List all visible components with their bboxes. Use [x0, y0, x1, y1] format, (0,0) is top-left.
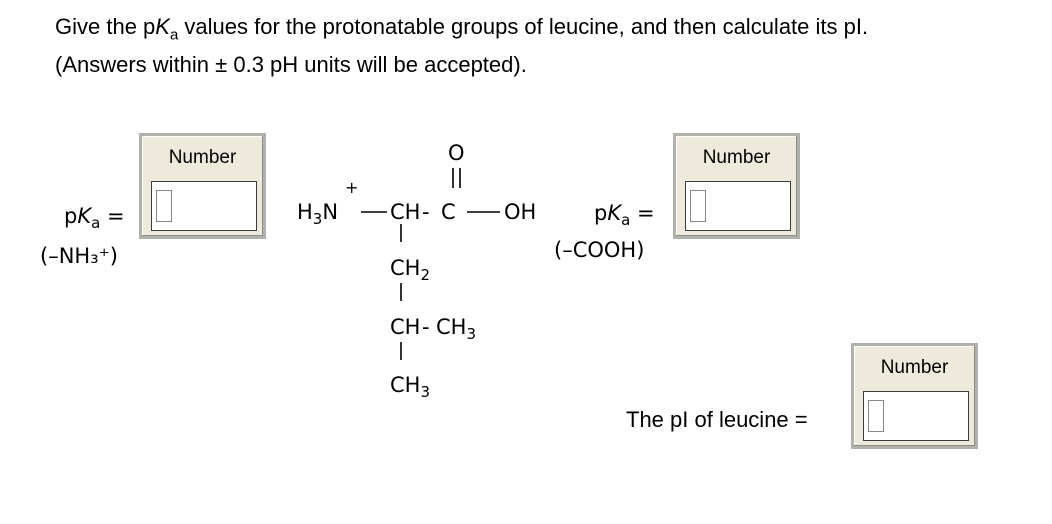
pka-equals: =	[630, 201, 655, 225]
pka-k: K	[607, 201, 622, 225]
number-caption: Number	[168, 147, 237, 168]
ch3-side: CH3	[436, 315, 476, 343]
plus-charge: +	[345, 178, 358, 197]
question-text-part: Give the p	[55, 14, 156, 39]
hydroxyl-oh: OH	[504, 200, 536, 224]
dash-1: -	[422, 200, 430, 224]
pi-label: The pI of leucine =	[626, 407, 808, 432]
ch3-bottom: CH3	[390, 373, 430, 400]
pka-amino-number-box: Number	[139, 133, 266, 239]
pi-number-box: Number	[851, 343, 978, 449]
question-k-italic: K	[155, 14, 170, 39]
carbonyl-c: C	[441, 200, 456, 224]
pka-equals: =	[100, 204, 125, 228]
pka-a-sub: a	[91, 214, 101, 233]
carboxyl-group-label: (–COOH)	[554, 238, 645, 262]
question-text-rest: values for the protonatable groups of le…	[178, 14, 869, 39]
question-line-1: Give the pKa values for the protonatable…	[55, 12, 868, 50]
pka-k: K	[77, 204, 92, 228]
question-a-subscript: a	[169, 26, 179, 44]
alpha-ch: CH	[390, 200, 420, 224]
pka-amino-input[interactable]	[151, 181, 257, 231]
pka-p: p	[64, 204, 78, 228]
question-line-2: (Answers within ± 0.3 pH units will be a…	[55, 52, 527, 78]
h3n-h: H3N	[297, 200, 338, 228]
pka-carboxyl-label: pKa =	[594, 200, 655, 233]
pka-carboxyl-number-box: Number	[673, 133, 800, 239]
dash-2: -	[422, 315, 430, 339]
pka-amino-label: pKa =	[64, 203, 125, 236]
question-text: Give the pKa values for the protonatable…	[55, 12, 868, 80]
pka-carboxyl-input[interactable]	[685, 181, 791, 231]
pi-input[interactable]	[863, 391, 969, 441]
amino-group-label: (–NH₃⁺)	[40, 244, 118, 268]
carbonyl-o: O	[448, 141, 465, 165]
number-caption: Number	[880, 357, 949, 378]
ch2-group: CH2	[390, 256, 430, 284]
number-caption: Number	[702, 147, 771, 168]
beta-ch: CH	[390, 315, 420, 339]
pka-p: p	[594, 201, 608, 225]
pka-a-sub: a	[621, 211, 631, 230]
leucine-structure: H3N + CH - C O OH CH2 CH - CH3 CH3	[297, 141, 536, 400]
